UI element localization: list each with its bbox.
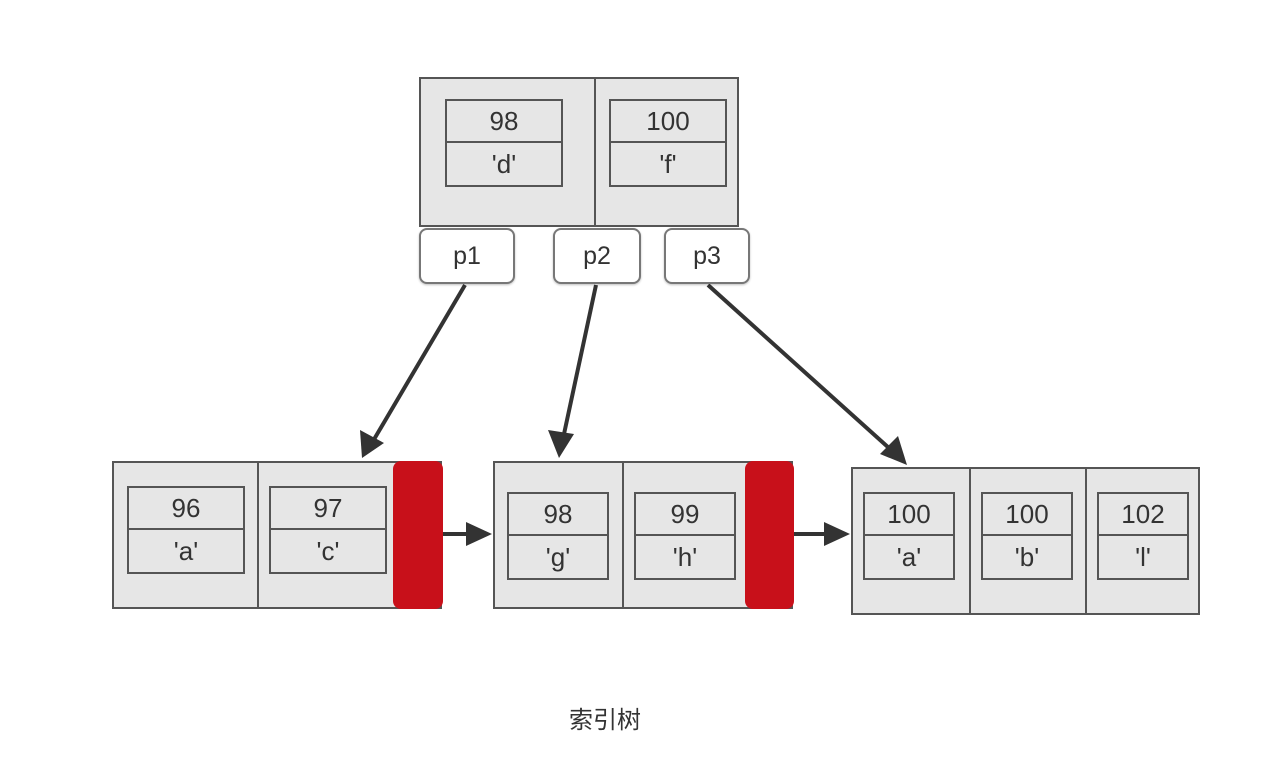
entry-value: 'b' [1014,541,1040,572]
leaf-3-slot-3: 102 'l' [1085,469,1198,613]
entry-key: 96 [129,488,243,530]
root-slot-2: 100 'f' [594,79,739,225]
leaf-3-slot-2: 100 'b' [969,469,1085,613]
entry-key: 100 [611,101,725,143]
diagram-caption: 索引树 [569,706,641,734]
leaf-2-entry-2: 99 'h' [634,492,736,580]
entry-key: 99 [636,494,734,536]
entry-key: 102 [1099,494,1187,536]
entry-value: 'a' [896,541,922,572]
leaf-node-2: 98 'g' 99 'h' [493,461,793,609]
pointer-p3: p3 [664,228,750,284]
leaf-2-entry-1: 98 'g' [507,492,609,580]
entry-value: 'f' [659,148,677,179]
arrowhead-p1 [360,430,384,458]
root-entry-1: 98 'd' [445,99,563,187]
arrow-p3-to-leaf-3 [706,283,902,460]
entry-key: 98 [447,101,561,143]
leaf-1-entry-2: 97 'c' [269,486,387,574]
arrowhead-p2 [548,430,574,458]
root-slot-1: 98 'd' [421,79,594,225]
leaf-2-next-pointer [745,461,794,609]
leaf-2-slot-1: 98 'g' [495,463,622,607]
entry-key: 98 [509,494,607,536]
leaf-2-slot-2: 99 'h' [622,463,747,607]
entry-value: 'a' [173,535,199,566]
entry-value: 'd' [491,148,517,179]
leaf-1-next-pointer [393,461,443,609]
arrow-p2-to-leaf-2 [559,284,598,449]
leaf-1-slot-1: 96 'a' [114,463,257,607]
leaf-node-3: 100 'a' 100 'b' 102 'l' [851,467,1200,615]
entry-key: 100 [983,494,1071,536]
pointer-p1: p1 [419,228,515,284]
leaf-1-entry-1: 96 'a' [127,486,245,574]
leaf-node-1: 96 'a' 97 'c' [112,461,442,609]
entry-value: 'l' [1135,541,1151,572]
leaf-3-slot-1: 100 'a' [853,469,969,613]
entry-value: 'c' [316,535,340,566]
entry-value: 'g' [545,541,571,572]
leaf-1-slot-2: 97 'c' [257,463,396,607]
leaf-3-entry-2: 100 'b' [981,492,1073,580]
leaf-3-entry-1: 100 'a' [863,492,955,580]
link-arrowhead-leaf-1 [466,522,492,546]
pointer-p2: p2 [553,228,641,284]
leaf-3-entry-3: 102 'l' [1097,492,1189,580]
arrow-p1-to-leaf-1 [364,283,467,455]
entry-key: 97 [271,488,385,530]
entry-key: 100 [865,494,953,536]
root-node: 98 'd' 100 'f' [419,77,739,227]
arrowhead-p3 [880,436,907,465]
link-arrowhead-leaf-2 [824,522,850,546]
root-entry-2: 100 'f' [609,99,727,187]
entry-value: 'h' [672,541,698,572]
